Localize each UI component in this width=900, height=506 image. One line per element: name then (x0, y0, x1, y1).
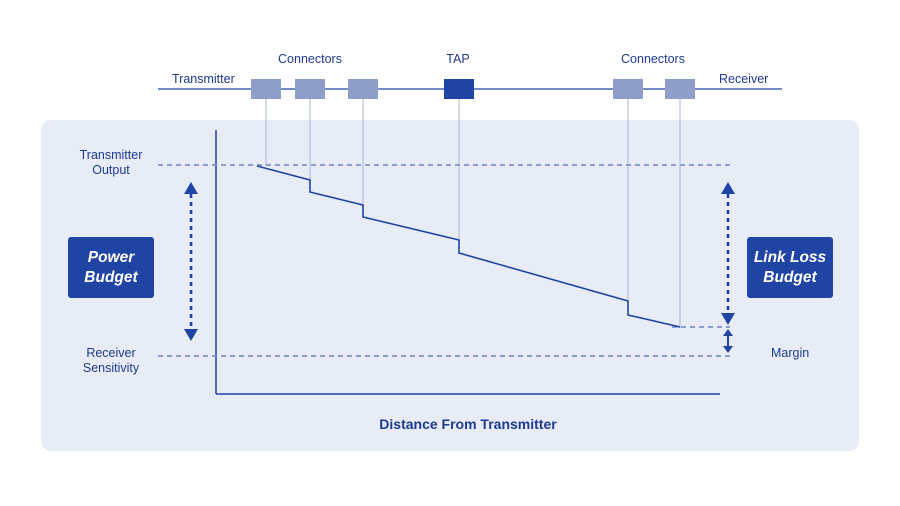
receiver-sensitivity-label-line1: Receiver (86, 346, 136, 360)
power-budget-arrow (184, 182, 198, 341)
power-budget-box: Power Budget (68, 237, 154, 298)
link-loss-budget-line1: Link Loss (753, 248, 827, 266)
connector-4 (613, 79, 643, 99)
connector-1 (251, 79, 281, 99)
power-budget-line1: Power (87, 248, 135, 266)
diagram-panel (41, 120, 859, 451)
transmitter-output-label: Transmitter Output (66, 148, 156, 178)
margin-label: Margin (771, 346, 810, 360)
connector-3 (348, 79, 378, 99)
margin-arrow (723, 329, 733, 353)
receiver-label: Receiver (719, 72, 769, 86)
tap-block (444, 79, 474, 99)
drop-lines (265, 99, 681, 328)
connectors-right-label: Connectors (621, 52, 685, 66)
link-loss-budget-box: Link Loss Budget (747, 237, 833, 298)
receiver-sensitivity-label-line2: Sensitivity (82, 361, 140, 375)
transmitter-output-label-line1: Transmitter (79, 148, 143, 162)
link-loss-budget-arrow (721, 182, 735, 325)
connector-2 (295, 79, 325, 99)
tap-label: TAP (446, 52, 470, 66)
connectors-left-label: Connectors (278, 52, 342, 66)
power-budget-line2: Budget (84, 268, 138, 286)
loss-profile-line (256, 165, 681, 328)
connector-5 (665, 79, 695, 99)
link-loss-budget-line2: Budget (763, 268, 817, 286)
receiver-sensitivity-label: Receiver Sensitivity (66, 346, 156, 376)
transmitter-output-label-line2: Output (92, 163, 130, 177)
x-axis-title: Distance From Transmitter (379, 416, 557, 432)
transmitter-label: Transmitter (172, 72, 235, 86)
